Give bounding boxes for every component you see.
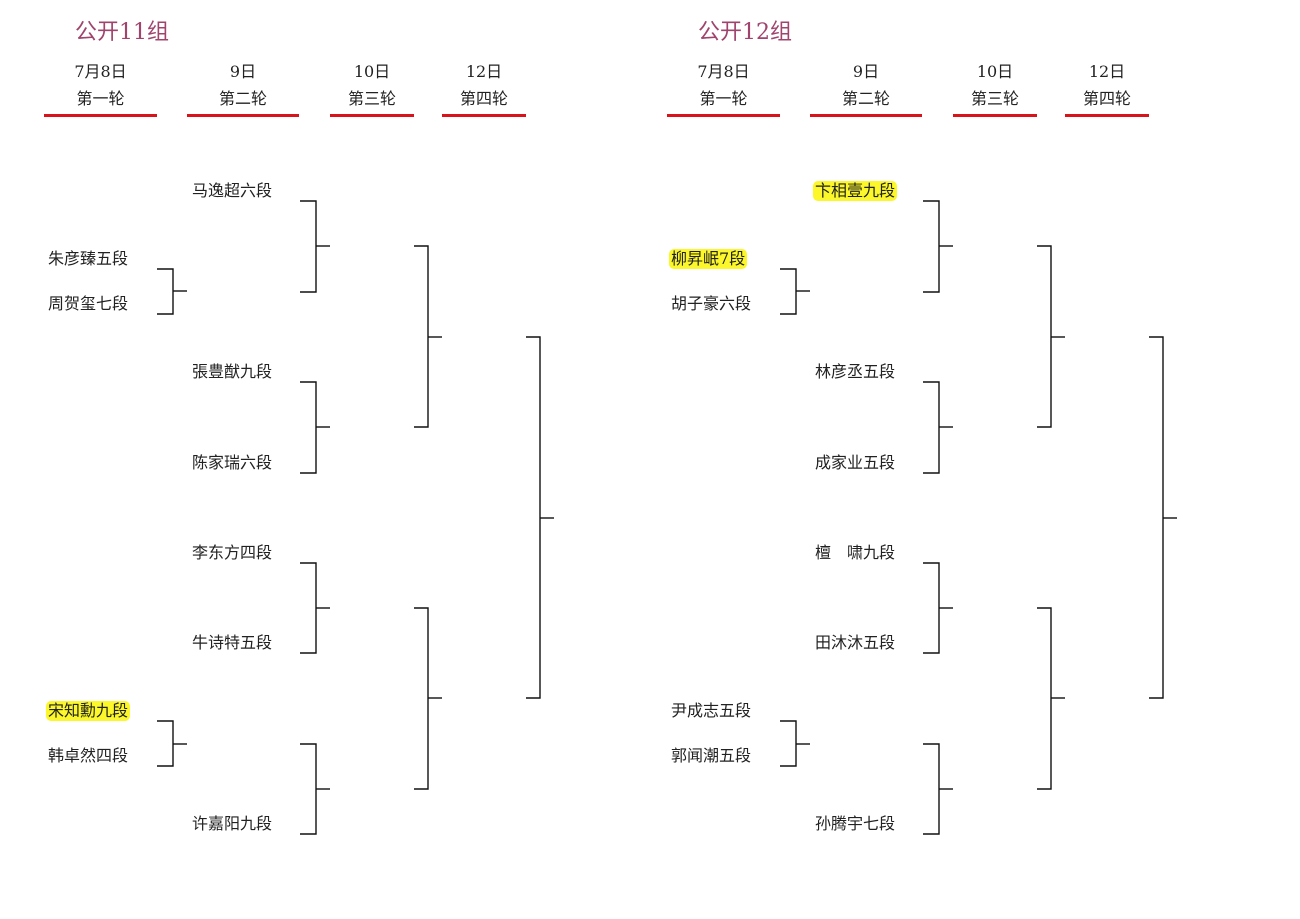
round-label: 第四轮 [1082, 89, 1131, 108]
round-label: 第三轮 [347, 89, 396, 108]
bracket-connector [300, 562, 317, 654]
player-name: 周贺玺七段 [48, 294, 129, 313]
player-name: 成家业五段 [815, 453, 896, 472]
round-header: 12日第四轮 [442, 58, 526, 117]
round-date: 12日 [1088, 62, 1126, 81]
round-header: 12日第四轮 [1065, 58, 1149, 117]
player-name: 韩卓然四段 [48, 746, 129, 765]
bracket-connector [300, 743, 317, 835]
player-name: 卞相壹九段 [813, 181, 898, 201]
round-underline [187, 114, 299, 117]
round-underline [1065, 114, 1149, 117]
player-name: 郭闻潮五段 [671, 746, 752, 765]
round-label: 第二轮 [218, 89, 267, 108]
bracket-connector [300, 200, 317, 293]
player-name: 孙腾宇七段 [815, 814, 896, 833]
round-header: 10日第三轮 [330, 58, 414, 117]
round-underline [44, 114, 157, 117]
round-label: 第一轮 [76, 89, 125, 108]
player-name: 许嘉阳九段 [192, 814, 273, 833]
round-header: 9日第二轮 [810, 58, 922, 117]
round-header: 7月8日第一轮 [667, 58, 780, 117]
bracket-connector [1037, 245, 1052, 428]
round-header: 9日第二轮 [187, 58, 299, 117]
group-title: 公开12组 [698, 20, 792, 45]
bracket-connector [1037, 607, 1052, 790]
player-name: 马逸超六段 [192, 181, 273, 200]
bracket-connector [1149, 336, 1164, 699]
bracket-connector [923, 381, 940, 474]
player-name: 李东方四段 [192, 543, 273, 562]
bracket-connector [923, 562, 940, 654]
player-name: 田沐沐五段 [815, 633, 896, 652]
bracket-connector [526, 336, 541, 699]
player-name: 張豊猷九段 [192, 362, 273, 381]
bracket-lines [780, 200, 1177, 835]
round-date: 12日 [465, 62, 503, 81]
player-name: 林彦丞五段 [815, 362, 896, 381]
bracket-connector [157, 720, 174, 767]
round-label: 第四轮 [459, 89, 508, 108]
player-name: 朱彦臻五段 [48, 249, 129, 268]
round-label: 第三轮 [970, 89, 1019, 108]
round-label: 第一轮 [699, 89, 748, 108]
round-underline [953, 114, 1037, 117]
round-label: 第二轮 [841, 89, 890, 108]
round-date: 9日 [852, 62, 880, 81]
player-name: 牛诗特五段 [192, 633, 273, 652]
bracket-connector [157, 268, 174, 315]
bracket-lines [157, 200, 554, 835]
bracket-connector [780, 720, 797, 767]
round-date: 10日 [976, 62, 1014, 81]
round-date: 7月8日 [74, 62, 127, 81]
bracket-connector [300, 381, 317, 474]
player-name: 柳昇岷7段 [669, 249, 748, 269]
round-date: 9日 [229, 62, 257, 81]
round-date: 7月8日 [697, 62, 750, 81]
round-header: 10日第三轮 [953, 58, 1037, 117]
group-title: 公开11组 [75, 20, 169, 45]
player-name: 尹成志五段 [671, 701, 752, 720]
bracket-connector [780, 268, 797, 315]
bracket-group: 公开12组 7月8日第一轮 9日第二轮 10日第三轮 12日第四轮卞相壹九段柳昇岷7段胡… [623, 0, 1273, 919]
player-name: 宋知勳九段 [46, 701, 131, 721]
round-date: 10日 [353, 62, 391, 81]
round-header: 7月8日第一轮 [44, 58, 157, 117]
bracket-connector [414, 607, 429, 790]
round-underline [810, 114, 922, 117]
bracket-connector [923, 200, 940, 293]
player-name: 檀 啸九段 [815, 543, 896, 562]
player-name: 胡子豪六段 [671, 294, 752, 313]
round-underline [330, 114, 414, 117]
bracket-connector [414, 245, 429, 428]
bracket-group: 公开11组 7月8日第一轮 9日第二轮 10日第三轮 12日第四轮马逸超六段朱彦臻五段周… [44, 20, 554, 835]
round-underline [667, 114, 780, 117]
bracket-connector [923, 743, 940, 835]
round-underline [442, 114, 526, 117]
player-name: 陈家瑞六段 [192, 453, 273, 472]
